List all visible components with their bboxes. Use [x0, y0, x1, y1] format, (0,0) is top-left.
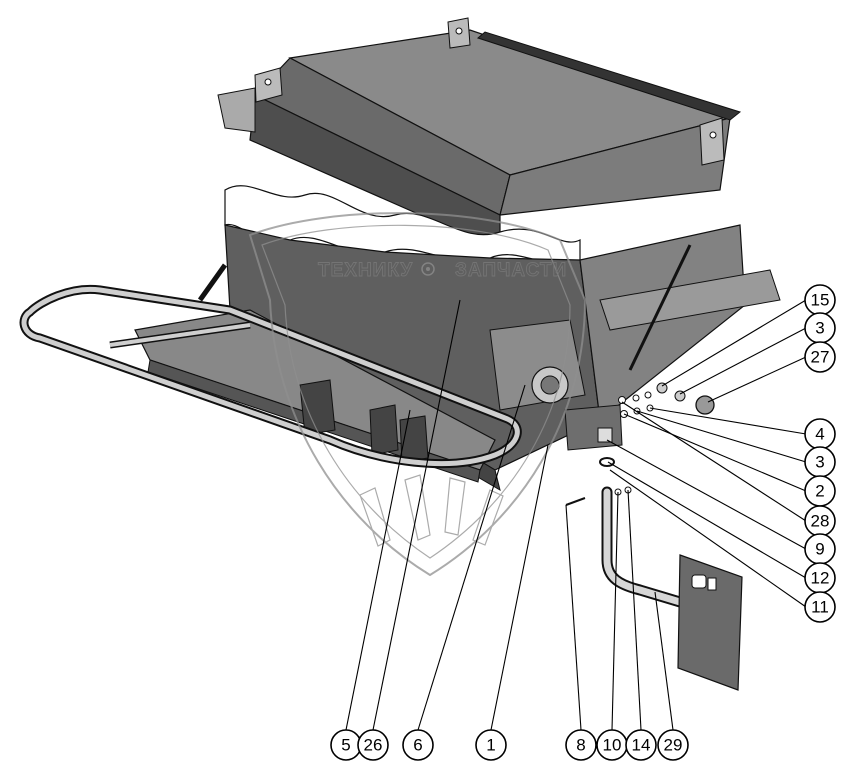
- callout-10: 10: [596, 729, 628, 761]
- callout-29: 29: [657, 729, 689, 761]
- svg-text:2: 2: [815, 482, 824, 501]
- gear-icon: [421, 262, 435, 276]
- guard-rail: [19, 263, 522, 469]
- callout-2: 2: [804, 475, 836, 507]
- watermark-right-text: ЗАПЧАСТИ: [455, 260, 567, 281]
- callout-3-lower: 3: [804, 446, 836, 478]
- callout-3-upper: 3: [804, 312, 836, 344]
- svg-text:4: 4: [815, 425, 824, 444]
- leader-lines: [345, 299, 807, 731]
- watermark-emblem: ТЕХНИКУ ЗАПЧАСТИ: [248, 212, 587, 577]
- upper-box: [217, 17, 742, 251]
- mounting-lug-top: [447, 17, 471, 49]
- svg-text:1: 1: [486, 736, 495, 755]
- svg-text:28: 28: [811, 512, 830, 531]
- wheat-icon: [359, 474, 504, 547]
- svg-text:3: 3: [815, 319, 824, 338]
- svg-text:27: 27: [811, 348, 830, 367]
- callouts: 15 3 27 4 3 2 28 9 12 11 5 26 6 1 8 10 1…: [330, 284, 836, 761]
- callout-26: 26: [357, 729, 389, 761]
- callout-27: 27: [804, 341, 836, 373]
- callout-6: 6: [402, 729, 434, 761]
- svg-text:11: 11: [811, 598, 829, 617]
- svg-text:5: 5: [341, 736, 350, 755]
- svg-text:12: 12: [811, 569, 830, 588]
- svg-text:9: 9: [815, 540, 824, 559]
- callout-4: 4: [804, 418, 836, 450]
- svg-text:26: 26: [364, 736, 383, 755]
- callout-1: 1: [475, 729, 507, 761]
- watermark-left-text: ТЕХНИКУ: [318, 260, 413, 281]
- callout-8: 8: [565, 729, 597, 761]
- svg-text:29: 29: [664, 736, 683, 755]
- callout-5: 5: [330, 729, 362, 761]
- svg-text:14: 14: [632, 736, 651, 755]
- callout-14: 14: [625, 729, 657, 761]
- mounting-lug-right: [699, 117, 725, 166]
- callout-12: 12: [804, 562, 836, 594]
- svg-text:10: 10: [603, 736, 622, 755]
- callout-15: 15: [804, 284, 836, 316]
- step-platform: [134, 309, 496, 483]
- svg-text:15: 15: [811, 291, 830, 310]
- callout-11: 11: [804, 591, 836, 623]
- mounting-bracket-left: [217, 87, 256, 133]
- callout-9: 9: [804, 533, 836, 565]
- svg-text:8: 8: [576, 736, 585, 755]
- exploded-fasteners: [565, 382, 715, 506]
- mounting-lug-left: [254, 67, 283, 103]
- callout-28: 28: [804, 505, 836, 537]
- svg-text:6: 6: [413, 736, 422, 755]
- bent-tube: [601, 486, 696, 611]
- svg-text:3: 3: [815, 453, 824, 472]
- cover-plate: [677, 554, 743, 691]
